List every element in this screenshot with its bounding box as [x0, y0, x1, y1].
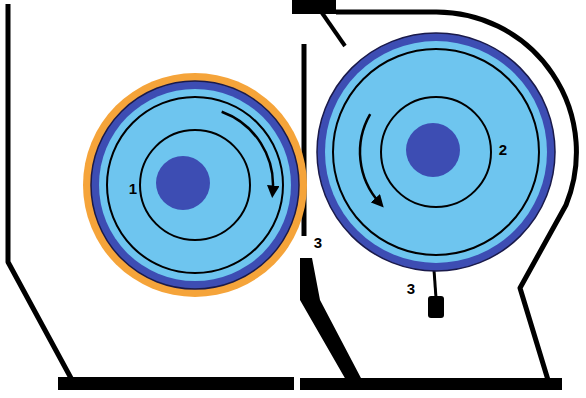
- roller-body: [99, 89, 291, 281]
- roller-ring-line: [140, 130, 250, 240]
- top-blade: [320, 10, 345, 46]
- callout-number: 1: [129, 181, 137, 196]
- callout-number: 3: [314, 235, 322, 250]
- top-clamp: [292, 0, 336, 14]
- base-bar: [58, 377, 294, 390]
- roller-ring-line: [107, 97, 283, 273]
- callout-label: 3: [407, 280, 415, 298]
- roller-ring-line: [333, 49, 539, 255]
- roller-ring-line: [381, 97, 491, 207]
- coating-ring: [83, 73, 307, 297]
- roller-shell: [91, 81, 299, 289]
- partition-scraper: [300, 258, 362, 380]
- base-bar: [300, 378, 562, 390]
- rotation-arrow: [222, 112, 273, 192]
- left-housing-wall: [8, 4, 72, 380]
- scraper-block: [428, 296, 444, 318]
- roller-body: [325, 41, 547, 263]
- callout-label: 3: [314, 234, 322, 252]
- callout-number: 2: [499, 142, 507, 157]
- roller-shell: [317, 33, 555, 271]
- roller-hub: [406, 123, 460, 177]
- rotation-arrow: [360, 114, 380, 203]
- roller-hub: [156, 156, 210, 210]
- roller-drawing: [316, 32, 556, 272]
- roller-cylinder: 2: [316, 32, 556, 272]
- scraper-stem: [434, 270, 436, 298]
- roller-cylinder: 1: [82, 72, 308, 298]
- callout-number: 3: [407, 281, 415, 296]
- roller-drawing: [82, 72, 308, 298]
